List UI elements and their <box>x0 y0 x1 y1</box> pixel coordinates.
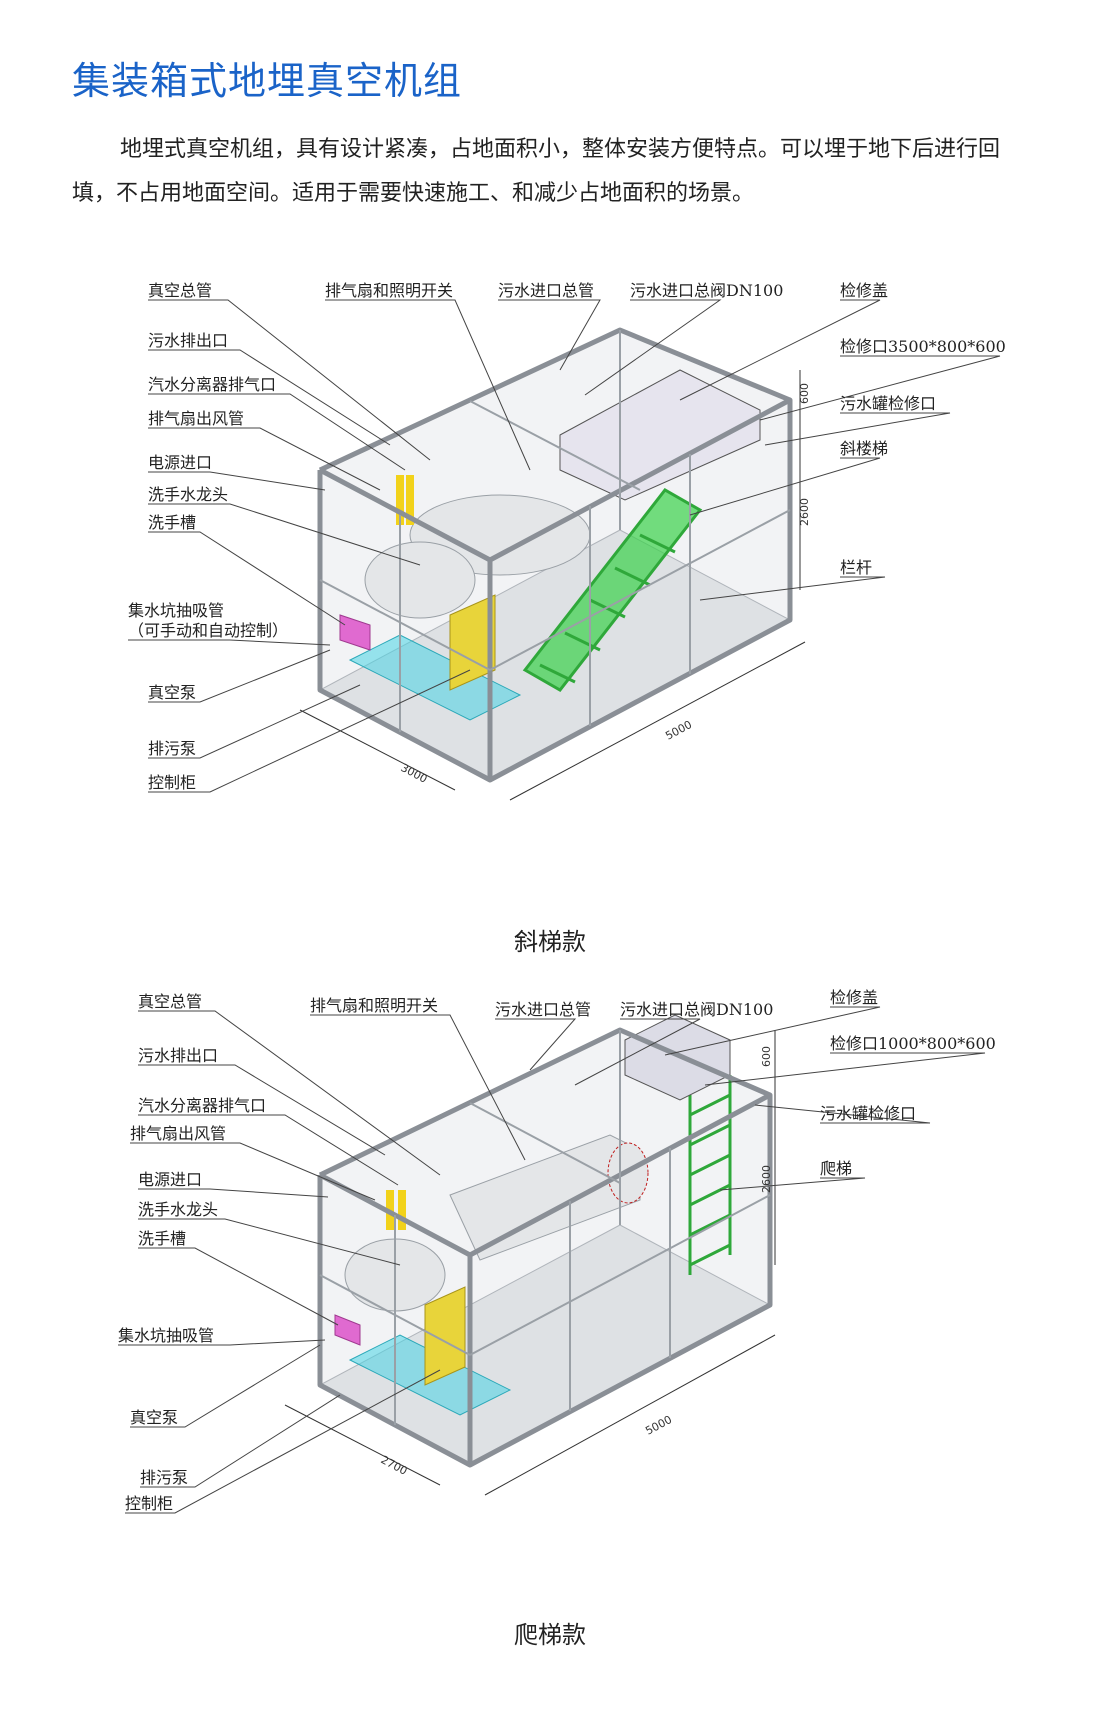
label-sump-suction-pipe: 集水坑抽吸管 <box>128 601 224 620</box>
dim-5000: 5000 <box>663 718 694 743</box>
label-vacuum-pump: 真空泵 <box>130 1408 178 1427</box>
label-vertical-ladder: 爬梯 <box>820 1159 852 1178</box>
container-frame <box>317 327 793 783</box>
label-fan-light-switch: 排气扇和照明开关 <box>310 996 438 1015</box>
label-sewage-pump: 排污泵 <box>148 739 196 758</box>
caption-inclined-stair: 斜梯款 <box>514 928 586 956</box>
label-sewage-outlet: 污水排出口 <box>138 1046 218 1065</box>
label-vacuum-pump: 真空泵 <box>148 683 196 702</box>
label-hatch-cover: 检修盖 <box>840 281 888 300</box>
vertical-ladder <box>688 1075 732 1275</box>
label-control-cabinet: 控制柜 <box>148 773 196 792</box>
page-title: 集装箱式地埋真空机组 <box>72 59 463 103</box>
leader-lines-1 <box>128 299 1001 793</box>
dim-2700-line <box>284 1404 441 1486</box>
label-sewage-inlet-main: 污水进口总管 <box>495 1000 591 1019</box>
dim-2700: 2700 <box>379 1453 410 1478</box>
wash-sink <box>339 614 371 651</box>
dim-600: 600 <box>798 383 811 404</box>
label-inlet-main-valve: 污水进口总阀DN100 <box>630 281 783 300</box>
label-sump-suction-pipe: 集水坑抽吸管 <box>118 1326 214 1345</box>
label-tank-manhole: 污水罐检修口 <box>840 394 936 413</box>
label-separator-vent: 汽水分离器排气口 <box>138 1096 266 1115</box>
label-power-inlet: 电源进口 <box>148 453 212 472</box>
label-faucet: 洗手水龙头 <box>148 485 228 504</box>
label-power-inlet: 电源进口 <box>138 1170 202 1189</box>
label-separator-vent: 汽水分离器排气口 <box>148 375 276 394</box>
label-fan-exhaust-pipe: 排气扇出风管 <box>130 1124 226 1143</box>
label-inclined-stair: 斜楼梯 <box>840 439 888 458</box>
equipment-drawing-2: 600 2600 5000 2700 真空总管 污水排出口 汽水分离器排气口 <box>118 988 996 1514</box>
figure-vertical-ladder: 600 2600 5000 2700 真空总管 污水排出口 汽水分离器排气口 <box>0 975 1100 1575</box>
dim-5000-line <box>509 641 806 801</box>
label-control-cabinet: 控制柜 <box>125 1494 173 1513</box>
dim-2600: 2600 <box>798 498 811 526</box>
label-railing: 栏杆 <box>840 558 872 577</box>
leader-lines-2 <box>118 1006 986 1514</box>
separator-tank <box>364 541 476 619</box>
label-fan-light-switch: 排气扇和照明开关 <box>325 281 453 300</box>
label-tank-manhole: 污水罐检修口 <box>820 1104 916 1123</box>
dim-3000-line <box>299 709 456 791</box>
label-hatch-cover: 检修盖 <box>830 988 878 1007</box>
control-cabinet <box>424 1286 466 1386</box>
label-vacuum-main-pipe: 真空总管 <box>138 992 202 1011</box>
label-sewage-pump: 排污泵 <box>140 1468 188 1487</box>
dim-5000-line <box>484 1334 776 1496</box>
label-hatch-opening: 检修口1000*800*600 <box>830 1034 996 1053</box>
wash-sink <box>334 1314 361 1346</box>
label-wash-sink: 洗手槽 <box>148 513 196 532</box>
label-fan-exhaust-pipe: 排气扇出风管 <box>148 409 244 428</box>
inclined-stair <box>522 488 703 692</box>
label-inlet-main-valve: 污水进口总阀DN100 <box>620 1000 773 1019</box>
label-sewage-outlet: 污水排出口 <box>148 331 228 350</box>
pump-base <box>348 634 522 721</box>
label-manual-auto-control: （可手动和自动控制） <box>128 621 288 640</box>
label-vacuum-main-pipe: 真空总管 <box>148 281 212 300</box>
container-frame <box>317 1027 773 1468</box>
equipment-drawing-1: 600 2600 5000 3000 真空总管 污水 <box>128 281 1006 801</box>
label-faucet: 洗手水龙头 <box>138 1200 218 1219</box>
dim-2600: 2600 <box>760 1165 773 1193</box>
figure-inclined-stair: 600 2600 5000 3000 真空总管 污水 <box>0 270 1100 870</box>
dim-3000: 3000 <box>399 761 430 786</box>
maintenance-hatch <box>559 369 761 501</box>
intro-paragraph: 地埋式真空机组，具有设计紧凑，占地面积小，整体安装方便特点。可以埋于地下后进行回… <box>72 137 1001 206</box>
dim-600: 600 <box>760 1046 773 1067</box>
dim-5000: 5000 <box>643 1413 674 1438</box>
label-hatch-opening: 检修口3500*800*600 <box>840 337 1006 356</box>
label-wash-sink: 洗手槽 <box>138 1229 186 1248</box>
label-sewage-inlet-main: 污水进口总管 <box>498 281 594 300</box>
caption-vertical-ladder: 爬梯款 <box>514 1621 586 1649</box>
